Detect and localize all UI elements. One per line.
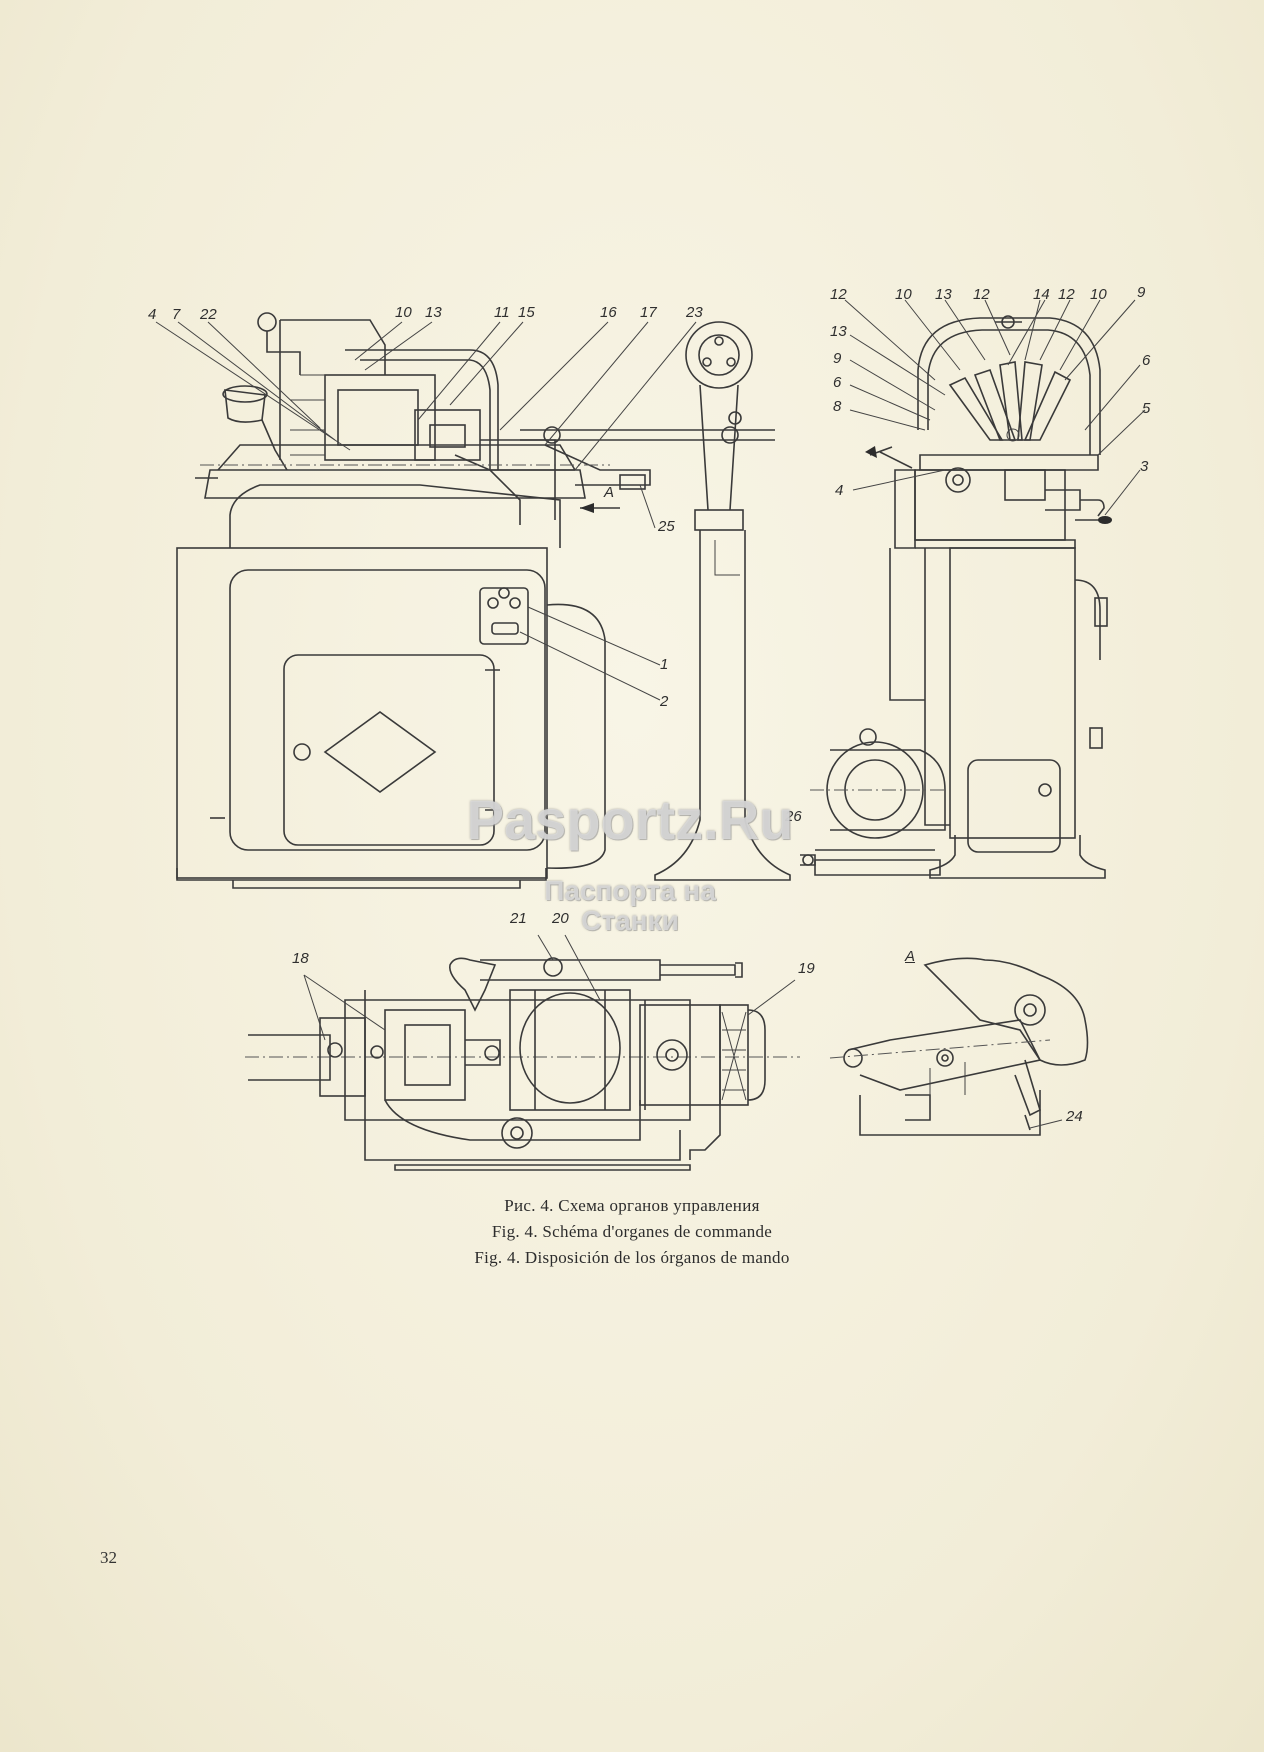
callout-1: 1: [660, 656, 669, 673]
callout-16: 16: [600, 304, 617, 321]
front-view: [176, 312, 791, 889]
view-a-title: A: [905, 948, 916, 965]
callout-24: 24: [1066, 1108, 1083, 1125]
callout-18: 18: [292, 950, 309, 967]
callout-13: 13: [425, 304, 442, 321]
callout-8-side: 8: [833, 398, 842, 415]
caption-es: Fig. 4. Disposición de los órganos de ma…: [474, 1248, 790, 1267]
callout-6b-side: 6: [1142, 352, 1151, 369]
callout-22: 22: [200, 306, 217, 323]
callout-15: 15: [518, 304, 535, 321]
callout-6-side: 6: [833, 374, 842, 391]
callout-4: 4: [148, 306, 157, 323]
watermark-sub1: Паспорта на: [544, 875, 716, 906]
callout-23: 23: [686, 304, 703, 321]
callout-21: 21: [510, 910, 527, 927]
view-a: [829, 957, 1089, 1136]
page-number: 32: [100, 1548, 117, 1567]
callout-25: 25: [658, 518, 675, 535]
callout-14-side: 14: [1033, 286, 1050, 303]
callout-20: 20: [552, 910, 569, 927]
callout-2: 2: [660, 693, 669, 710]
callout-7: 7: [172, 306, 181, 323]
caption-ru: Рис. 4. Схема органов управления: [504, 1196, 760, 1215]
callout-19: 19: [798, 960, 815, 977]
callout-5-side: 5: [1142, 400, 1151, 417]
callout-4-side: 4: [835, 482, 844, 499]
callout-26-side: 26: [785, 808, 802, 825]
plan-view: [245, 957, 800, 1171]
callout-13-side: 13: [935, 286, 952, 303]
callout-9-side: 9: [1137, 284, 1146, 301]
watermark-sub2: Станки: [581, 905, 679, 936]
callout-11: 11: [494, 304, 510, 321]
callout-12b-side: 12: [973, 286, 990, 303]
callout-10b-side: 10: [1090, 286, 1107, 303]
caption-fr: Fig. 4. Schéma d'organes de commande: [491, 1222, 773, 1241]
side-view: [800, 315, 1112, 879]
callout-10-side: 10: [895, 286, 912, 303]
callout-17: 17: [640, 304, 657, 321]
callout-9b-side: 9: [833, 350, 842, 367]
callout-12c-side: 12: [1058, 286, 1075, 303]
callout-10: 10: [395, 304, 412, 321]
watermark-main: Pasportz.Ru: [466, 788, 794, 851]
callout-13b-side: 13: [830, 323, 847, 340]
callout-a-arrow: A: [604, 484, 615, 501]
callout-12-side: 12: [830, 286, 847, 303]
leader-lines: [155, 299, 1146, 1129]
callout-3-side: 3: [1140, 458, 1149, 475]
